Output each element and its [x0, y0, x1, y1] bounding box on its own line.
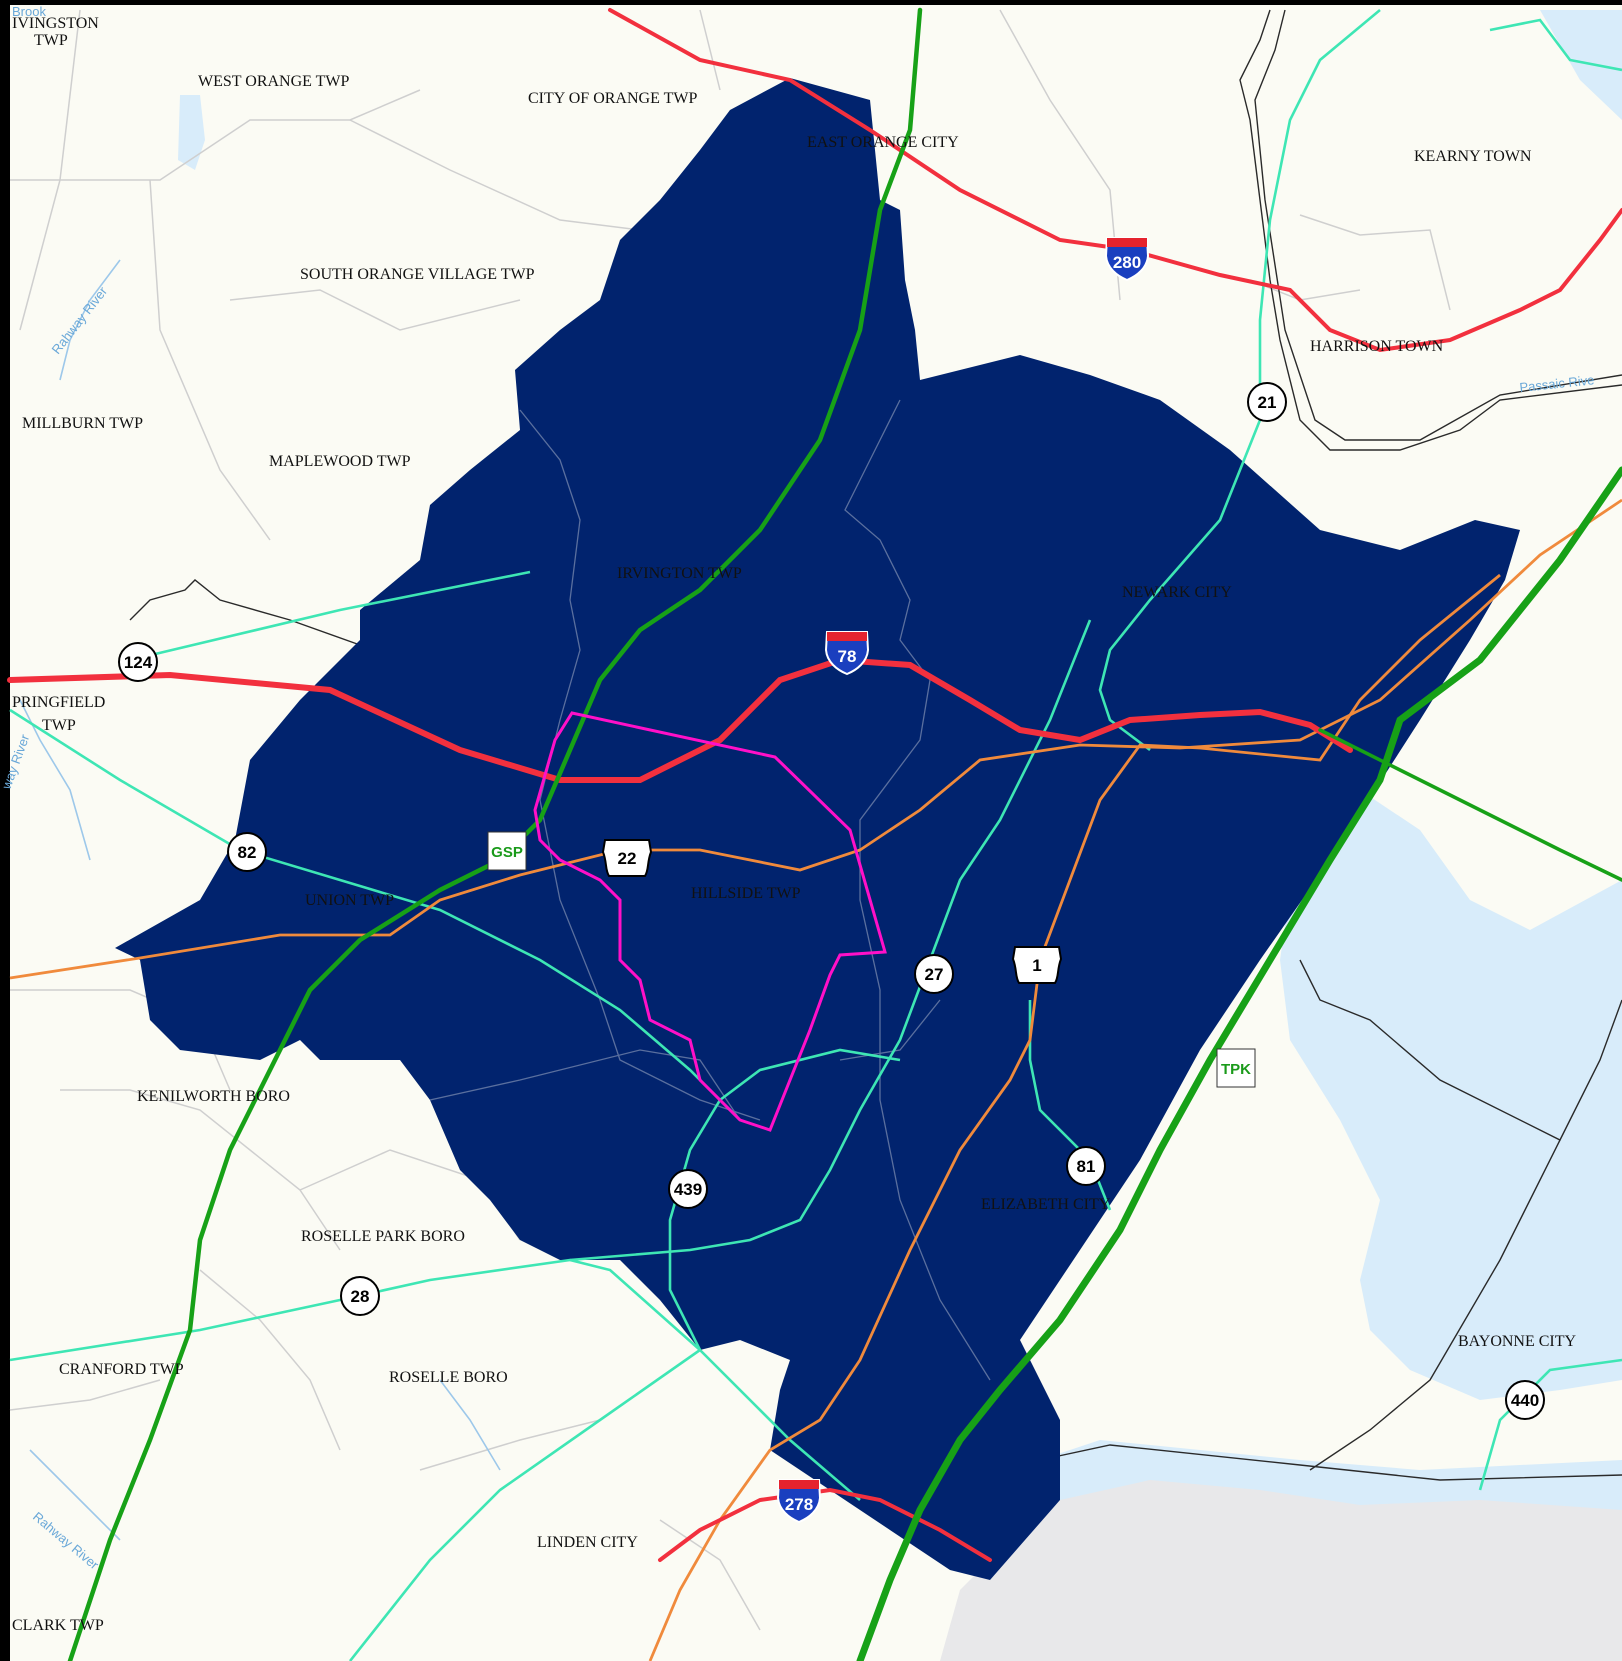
map-frame-top	[0, 0, 1622, 5]
route-28-shield[interactable]: 28	[340, 1276, 380, 1316]
route-440-shield-label: 440	[1511, 1391, 1539, 1410]
newark-bay	[1280, 790, 1622, 1400]
i-278-shield-label: 278	[785, 1495, 813, 1514]
i-280-shield-label: 280	[1113, 253, 1141, 272]
route-439-shield-label: 439	[674, 1180, 702, 1199]
i-78-shield-label: 78	[838, 647, 857, 666]
route-82-shield-label: 82	[238, 843, 257, 862]
us-22	[9, 498, 1622, 980]
nj-turnpike	[856, 466, 1622, 1661]
highlight-boundary	[533, 711, 887, 1132]
us-routes	[9, 498, 1622, 1661]
route-81-shield[interactable]: 81	[1066, 1146, 1106, 1186]
label-maplewood: MAPLEWOOD TWP	[269, 453, 411, 470]
label-irvington: IRVINGTON TWP	[617, 565, 742, 582]
route-81-shield-label: 81	[1077, 1157, 1096, 1176]
i-278	[658, 1487, 992, 1562]
route-28-shield-label: 28	[351, 1287, 370, 1306]
reservoir	[178, 95, 205, 170]
label-south-orange: SOUTH ORANGE VILLAGE TWP	[300, 266, 535, 283]
route-124-shield[interactable]: 124	[118, 642, 158, 682]
route-124-shield-label: 124	[124, 653, 153, 672]
label-kearny: KEARNY TOWN	[1414, 148, 1532, 165]
label-roselle: ROSELLE BORO	[389, 1369, 508, 1386]
label-roselle-park: ROSELLE PARK BORO	[301, 1228, 465, 1245]
label-newark: NEWARK CITY	[1122, 584, 1232, 601]
us-22-shield[interactable]: 22	[601, 839, 653, 877]
route-linden	[348, 1348, 701, 1661]
us-22-shield-label: 22	[618, 849, 637, 868]
label-linden: LINDEN CITY	[537, 1534, 638, 1551]
label-west-orange: WEST ORANGE TWP	[198, 73, 350, 90]
label-elizabeth: ELIZABETH CITY	[981, 1196, 1111, 1213]
gsp-shield-label: GSP	[491, 844, 523, 861]
route-27-shield-label: 27	[925, 965, 944, 984]
label-springfield-2: TWP	[42, 717, 76, 734]
label-harrison: HARRISON TOWN	[1310, 338, 1444, 355]
route-82	[9, 708, 741, 1121]
label-millburn: MILLBURN TWP	[22, 415, 143, 432]
i-278-shield[interactable]: 278	[776, 1479, 822, 1524]
local-roads	[129, 9, 1622, 1481]
route-27-shield[interactable]: 27	[914, 954, 954, 994]
i-280	[608, 8, 1622, 353]
route-440-shield[interactable]: 440	[1505, 1380, 1545, 1420]
i-78	[7, 656, 1353, 783]
i-78-shield[interactable]: 78	[824, 631, 870, 676]
harbor-northeast	[1540, 10, 1622, 120]
turnpike-spur	[1318, 728, 1622, 882]
study-area	[115, 78, 1520, 1580]
state-routes	[9, 9, 1622, 1661]
staten-island	[940, 1480, 1622, 1661]
route-27	[9, 619, 1092, 1362]
us-1-shield[interactable]: 1	[1011, 946, 1063, 984]
interstates	[7, 8, 1622, 1562]
route-124	[129, 570, 531, 662]
label-bayonne: BAYONNE CITY	[1458, 1333, 1577, 1350]
map-frame-left	[0, 0, 10, 1661]
route-east	[1489, 18, 1622, 72]
i-280-shield[interactable]: 280	[1104, 237, 1150, 282]
us-1-shield-label: 1	[1032, 956, 1041, 975]
tpk-shield[interactable]: TPK	[1216, 1048, 1256, 1088]
label-east-orange: EAST ORANGE CITY	[807, 134, 959, 151]
label-clark: CLARK TWP	[12, 1617, 104, 1634]
label-hillside: HILLSIDE TWP	[691, 885, 801, 902]
label-cranford: CRANFORD TWP	[59, 1361, 184, 1378]
route-439-shield[interactable]: 439	[668, 1169, 708, 1209]
label-brook: Brook	[12, 4, 46, 19]
route-21-shield-label: 21	[1258, 393, 1277, 412]
route-439	[668, 1048, 901, 1501]
route-21	[1098, 9, 1381, 752]
us-1	[648, 573, 1501, 1661]
label-union: UNION TWP	[305, 892, 394, 909]
route-28	[569, 1258, 701, 1351]
gsp-shield[interactable]: GSP	[487, 831, 527, 871]
rivers	[19, 259, 501, 1541]
label-city-of-orange: CITY OF ORANGE TWP	[528, 90, 697, 107]
label-kenilworth: KENILWORTH BORO	[137, 1088, 290, 1105]
route-82-shield[interactable]: 82	[227, 832, 267, 872]
tpk-shield-label: TPK	[1221, 1061, 1251, 1078]
label-springfield-1: PRINGFIELD	[12, 694, 105, 711]
route-21-shield[interactable]: 21	[1247, 382, 1287, 422]
